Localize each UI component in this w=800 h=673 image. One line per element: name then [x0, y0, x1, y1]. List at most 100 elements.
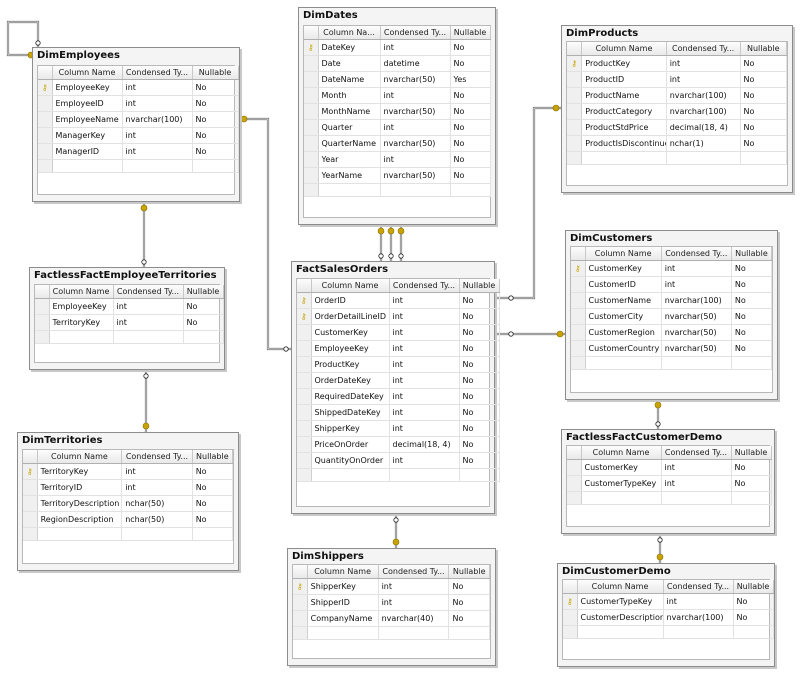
row-selector[interactable] [304, 135, 319, 152]
header-column-name[interactable]: Column Name [52, 66, 123, 80]
row-selector[interactable] [297, 404, 312, 421]
row-selector[interactable] [35, 298, 50, 315]
row-selector[interactable] [571, 292, 586, 309]
row-selector[interactable]: ⚷ [293, 578, 308, 595]
header-column-name[interactable]: Column Name [307, 565, 379, 579]
header-condensed-type[interactable]: Condensed Ty... [661, 247, 732, 261]
row-selector[interactable] [304, 167, 319, 184]
row-selector[interactable]: ⚷ [571, 260, 586, 277]
row-selector[interactable] [23, 527, 38, 541]
row-selector[interactable] [563, 625, 578, 639]
link-employees-sales[interactable] [240, 117, 291, 351]
row-selector[interactable] [38, 127, 53, 144]
header-column-name[interactable]: Column Name [311, 279, 390, 293]
row-selector[interactable] [304, 103, 319, 120]
header-condensed-type[interactable]: Condensed Ty... [661, 446, 732, 460]
row-selector[interactable] [38, 111, 53, 128]
row-selector[interactable] [297, 372, 312, 389]
header-condensed-type[interactable]: Condensed Ty... [666, 42, 741, 56]
header-nullable[interactable]: Nullable [731, 446, 772, 460]
new-row[interactable] [23, 527, 234, 541]
new-row[interactable] [567, 151, 788, 165]
row-selector[interactable] [567, 491, 582, 505]
row-selector[interactable] [571, 340, 586, 357]
row-selector[interactable] [293, 594, 308, 611]
header-column-name[interactable]: Column Name [581, 42, 667, 56]
row-selector[interactable] [304, 151, 319, 168]
new-row[interactable] [293, 626, 490, 640]
row-selector[interactable] [297, 468, 312, 482]
row-selector[interactable] [38, 95, 53, 112]
new-row[interactable] [563, 625, 774, 639]
new-row[interactable] [571, 356, 773, 370]
row-selector[interactable] [567, 119, 583, 136]
row-selector[interactable] [297, 420, 312, 437]
header-nullable[interactable]: Nullable [450, 26, 491, 40]
header-nullable[interactable]: Nullable [192, 450, 234, 464]
header-condensed-type[interactable]: Condensed Ty... [113, 285, 184, 299]
row-selector[interactable] [35, 330, 50, 344]
header-condensed-type[interactable]: Condensed Ty... [663, 580, 734, 594]
row-selector[interactable] [563, 609, 578, 626]
row-selector[interactable] [297, 452, 312, 469]
row-selector[interactable]: ⚷ [297, 292, 312, 309]
row-selector[interactable] [567, 475, 582, 492]
row-selector[interactable] [293, 610, 308, 627]
row-selector[interactable] [567, 103, 583, 120]
row-selector[interactable] [571, 308, 586, 325]
row-selector[interactable] [23, 511, 38, 528]
row-selector[interactable] [297, 356, 312, 373]
row-selector[interactable]: ⚷ [567, 55, 583, 72]
row-selector[interactable]: ⚷ [38, 79, 53, 96]
header-column-name[interactable]: Column Name [577, 580, 664, 594]
link-products-sales[interactable] [495, 106, 561, 300]
row-selector[interactable] [23, 479, 38, 496]
header-condensed-type[interactable]: Condensed Ty... [378, 565, 450, 579]
row-selector[interactable] [571, 356, 586, 370]
row-selector[interactable] [567, 135, 583, 152]
header-column-name[interactable]: Column Name [581, 446, 662, 460]
header-nullable[interactable]: Nullable [733, 580, 774, 594]
row-selector[interactable] [567, 151, 583, 165]
header-nullable[interactable]: Nullable [448, 565, 490, 579]
new-row[interactable] [38, 159, 239, 173]
